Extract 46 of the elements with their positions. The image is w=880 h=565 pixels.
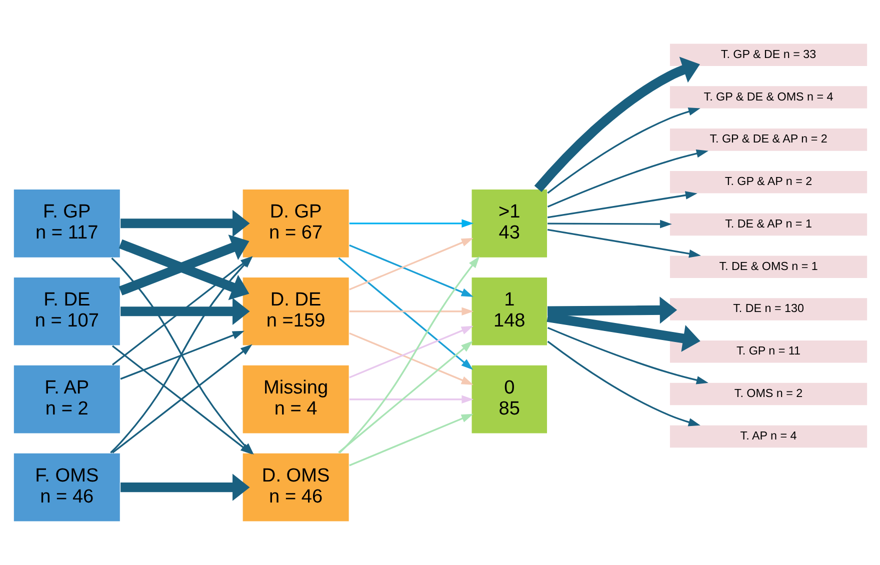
node-box: F. AP n = 2 xyxy=(12,364,120,434)
arrow xyxy=(120,298,250,325)
node-box: T. OMS n = 2 xyxy=(668,382,868,406)
arrow xyxy=(546,191,697,218)
arrow xyxy=(546,340,700,426)
arrow xyxy=(348,332,473,385)
node-box: Missing n = 4 xyxy=(241,364,350,434)
node-box: T. DE & OMS n = 1 xyxy=(668,254,868,280)
node-box: T. DE & AP n = 1 xyxy=(668,212,868,237)
arrow xyxy=(338,340,472,454)
node-box: 1 148 xyxy=(470,276,548,346)
arrow xyxy=(348,244,473,297)
arrow xyxy=(546,326,708,384)
arrow xyxy=(120,474,250,501)
arrow xyxy=(547,220,672,228)
arrow xyxy=(546,108,700,194)
node-box: F. DE n = 107 xyxy=(12,276,120,346)
node-box: T. GP n = 11 xyxy=(668,339,868,364)
arrow xyxy=(547,296,677,324)
node-box: T. GP & AP n = 2 xyxy=(668,170,868,194)
arrow xyxy=(348,238,473,290)
arrow xyxy=(120,210,250,237)
node-box: D. OMS n = 46 xyxy=(241,452,350,522)
node-box: T. GP & DE n = 33 xyxy=(668,42,868,68)
node-box: >1 43 xyxy=(470,188,548,258)
arrow xyxy=(534,56,700,192)
arrow xyxy=(348,326,473,378)
node-box: T. DE n = 130 xyxy=(668,297,868,322)
arrow xyxy=(348,219,474,228)
arrow xyxy=(348,414,473,466)
node-box: T. GP & DE & OMS n = 4 xyxy=(668,85,868,110)
node-box: D. GP n = 67 xyxy=(241,188,350,258)
arrow xyxy=(546,228,700,258)
arrow xyxy=(338,256,480,454)
node-box: F. GP n = 117 xyxy=(12,188,120,258)
arrow xyxy=(348,307,474,316)
node-box: D. DE n =159 xyxy=(241,276,350,346)
node-box: F. OMS n = 46 xyxy=(12,452,120,522)
arrow xyxy=(338,257,473,370)
arrow xyxy=(546,149,708,208)
node-box: 0 85 xyxy=(470,364,548,434)
arrow xyxy=(120,330,244,380)
arrow xyxy=(348,395,474,404)
arrow xyxy=(546,312,700,352)
node-box: T. AP n = 4 xyxy=(668,424,868,449)
node-box: T. GP & DE & AP n = 2 xyxy=(668,128,868,152)
